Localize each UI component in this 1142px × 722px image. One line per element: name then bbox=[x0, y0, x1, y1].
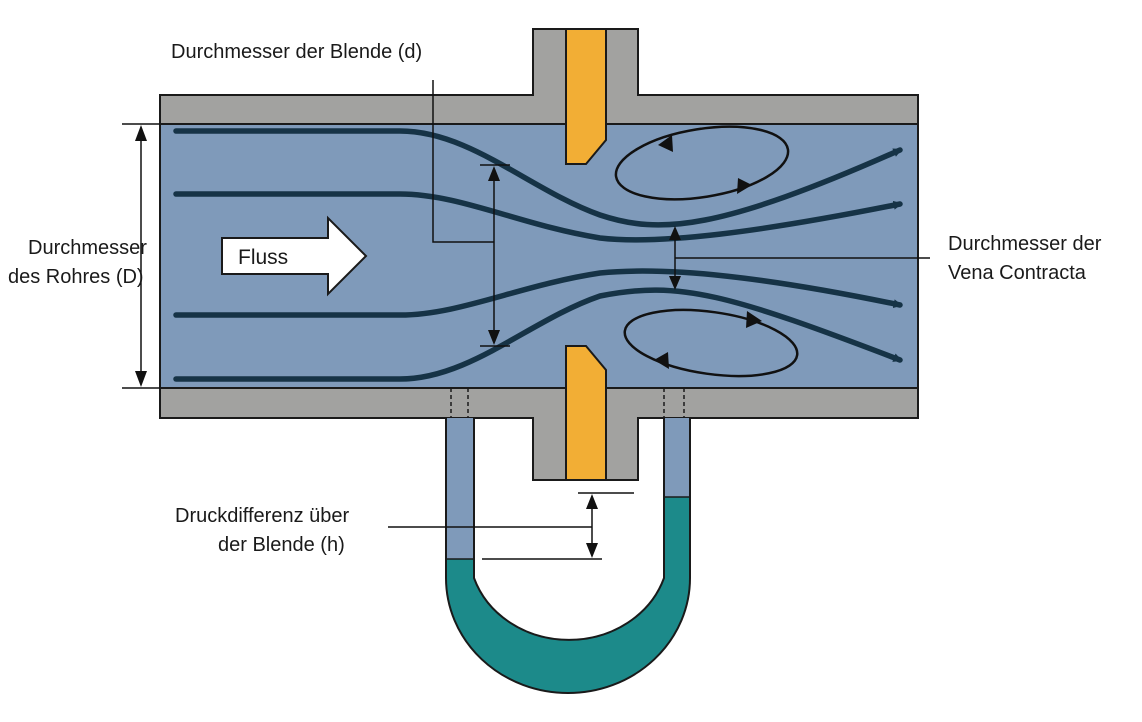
manometer-liquid bbox=[446, 497, 690, 693]
orifice-diameter-label: Durchmesser der Blende (d) bbox=[171, 41, 422, 63]
manometer-left-air bbox=[446, 418, 474, 559]
pipe-diameter-label-2: des Rohres (D) bbox=[8, 266, 144, 288]
manometer-right-air bbox=[664, 418, 690, 497]
pressure-taps bbox=[450, 388, 685, 418]
streamline-2 bbox=[173, 191, 903, 243]
streamline-1 bbox=[173, 128, 903, 228]
pressure-difference-label-1: Druckdifferenz über bbox=[175, 505, 350, 527]
vena-contracta-dimension bbox=[674, 238, 930, 278]
flow-label: Fluss bbox=[238, 246, 288, 269]
orifice-plate-upper bbox=[565, 28, 607, 165]
eddy-arrowheads bbox=[654, 135, 762, 369]
pipe-wall-lower bbox=[159, 387, 919, 481]
eddies bbox=[614, 125, 799, 378]
streamline-3 bbox=[173, 268, 903, 318]
streamline-4 bbox=[173, 287, 903, 382]
orifice-diameter-dimension bbox=[432, 80, 510, 347]
flow-arrow bbox=[221, 215, 368, 297]
vena-contracta-label-1: Durchmesser der bbox=[948, 233, 1102, 255]
streamlines bbox=[173, 128, 903, 382]
eddy-lower bbox=[623, 308, 799, 378]
eddy-upper bbox=[614, 125, 790, 201]
pressure-difference-label-2: der Blende (h) bbox=[218, 534, 345, 556]
orifice-plate-lower bbox=[565, 345, 607, 481]
manometer-u-tube bbox=[445, 418, 691, 694]
pipe-diameter-dimension bbox=[122, 123, 160, 389]
pressure-difference-dimension bbox=[388, 492, 634, 560]
pipe-diameter-label-1: Durchmesser bbox=[28, 237, 147, 259]
vena-contracta-label-2: Vena Contracta bbox=[948, 262, 1087, 284]
